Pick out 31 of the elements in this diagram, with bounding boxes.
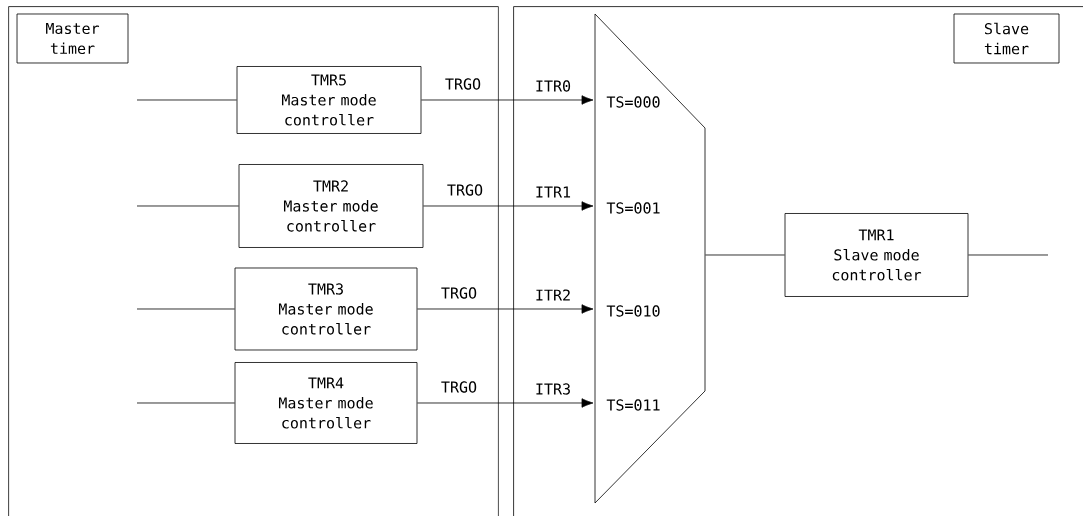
multiplexer-shape	[594, 13, 706, 504]
controller-box: TMR4 Master mode controller	[234, 362, 418, 444]
select-label: TS=001	[606, 202, 660, 214]
connector-line	[423, 201, 594, 211]
connector-line	[417, 304, 594, 314]
connector-line	[705, 254, 785, 256]
controller-box: TMR5 Master mode controller	[236, 66, 422, 134]
connector-line	[968, 254, 1049, 256]
connector-line	[136, 402, 235, 404]
controller-box: TMR3 Master mode controller	[234, 267, 418, 351]
connector-line	[136, 205, 239, 207]
controller-box: TMR2 Master mode controller	[238, 164, 424, 248]
select-label: TS=010	[606, 305, 660, 317]
connector-line	[136, 308, 235, 310]
label-box: Slave timer	[953, 13, 1060, 64]
signal-label: TRGO	[441, 381, 477, 393]
edge-label: ITR1	[536, 186, 571, 198]
label-box: Master timer	[16, 13, 129, 64]
signal-label: TRGO	[447, 184, 483, 196]
signal-label: TRGO	[445, 78, 481, 90]
connector-line	[421, 95, 594, 105]
connector-line	[136, 99, 237, 101]
edge-label: ITR3	[536, 383, 570, 395]
edge-label: ITR0	[536, 80, 571, 92]
connector-line	[417, 398, 594, 408]
signal-label: TRGO	[441, 287, 477, 299]
select-label: TS=000	[606, 96, 660, 108]
select-label: TS=011	[606, 399, 660, 411]
panel-frame	[513, 6, 1083, 516]
controller-box: TMR1 Slave mode controller	[784, 213, 969, 297]
edge-label: ITR2	[536, 289, 570, 301]
